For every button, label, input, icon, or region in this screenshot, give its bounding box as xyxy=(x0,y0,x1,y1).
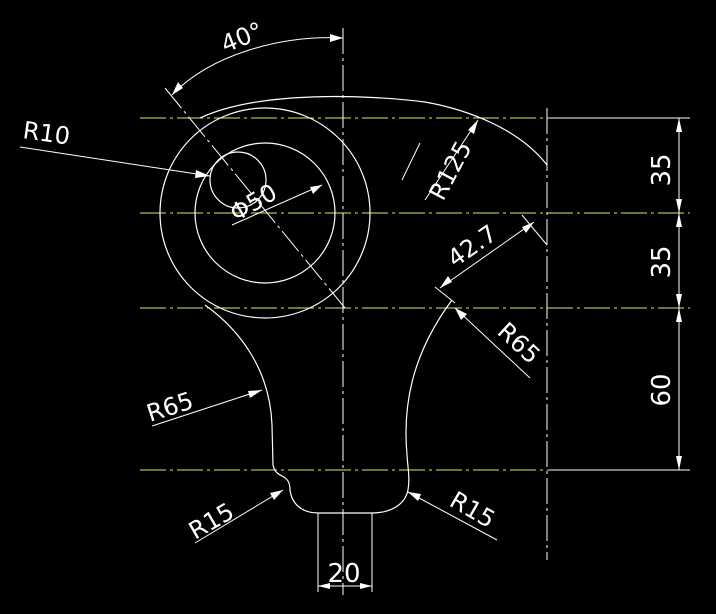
arrow-35top-down xyxy=(676,199,682,213)
arrow-angle-left xyxy=(172,82,183,95)
phi50-leader xyxy=(231,184,323,226)
r65-right-leader xyxy=(454,307,531,379)
r15-right-leader xyxy=(407,491,498,541)
arrow-35mid-up xyxy=(676,213,682,227)
arrow-angle-right xyxy=(330,34,343,42)
arrow-r65-left xyxy=(248,390,262,398)
right-r65-curve xyxy=(405,299,453,456)
phi50-circle xyxy=(194,142,336,284)
arrow-20-right xyxy=(360,583,372,589)
outer-circle xyxy=(159,107,371,319)
r10-leader xyxy=(19,146,211,177)
dim-r65-right: R65 xyxy=(492,317,546,370)
ext-427-b xyxy=(434,286,456,304)
right-r15-fillet xyxy=(371,454,410,514)
dim-20: 20 xyxy=(327,559,360,589)
dim-r65-left: R65 xyxy=(143,386,197,427)
arrow-35top-up xyxy=(676,118,682,132)
arrow-427-a xyxy=(522,222,534,233)
r10-circle xyxy=(209,151,267,209)
arrow-r65-right xyxy=(455,308,467,320)
dim-427-line xyxy=(439,221,535,289)
left-r65-curve xyxy=(204,304,274,466)
arrow-60-up xyxy=(676,308,682,322)
r125-leader xyxy=(424,119,479,201)
r125-arc xyxy=(199,95,548,166)
arrow-20-left xyxy=(318,583,330,589)
arrow-60-down xyxy=(676,456,682,470)
r15-left-leader xyxy=(194,489,284,544)
centerline-angled xyxy=(164,87,346,309)
ext-427-a xyxy=(521,214,548,246)
dim-35-mid: 35 xyxy=(647,245,677,278)
dim-r15-left: R15 xyxy=(184,497,239,545)
dim-r125: R125 xyxy=(424,137,478,205)
arrow-r15-right xyxy=(408,492,421,501)
angle-40-arc xyxy=(171,37,344,96)
dim-r10: R10 xyxy=(21,116,72,150)
arrow-r125 xyxy=(468,120,478,134)
dim-60: 60 xyxy=(647,373,677,406)
r65-left-leader xyxy=(151,389,263,427)
arrow-r15-left xyxy=(270,490,283,500)
dim-angle-40: 40° xyxy=(217,17,267,59)
dim-35-top: 35 xyxy=(647,153,677,186)
arrow-427-b xyxy=(440,276,452,288)
left-r15-fillet xyxy=(272,464,319,514)
arrow-35mid-down xyxy=(676,294,682,308)
r125-tick xyxy=(401,142,421,181)
arrow-phi50 xyxy=(310,185,322,194)
arrow-r10 xyxy=(195,170,210,178)
